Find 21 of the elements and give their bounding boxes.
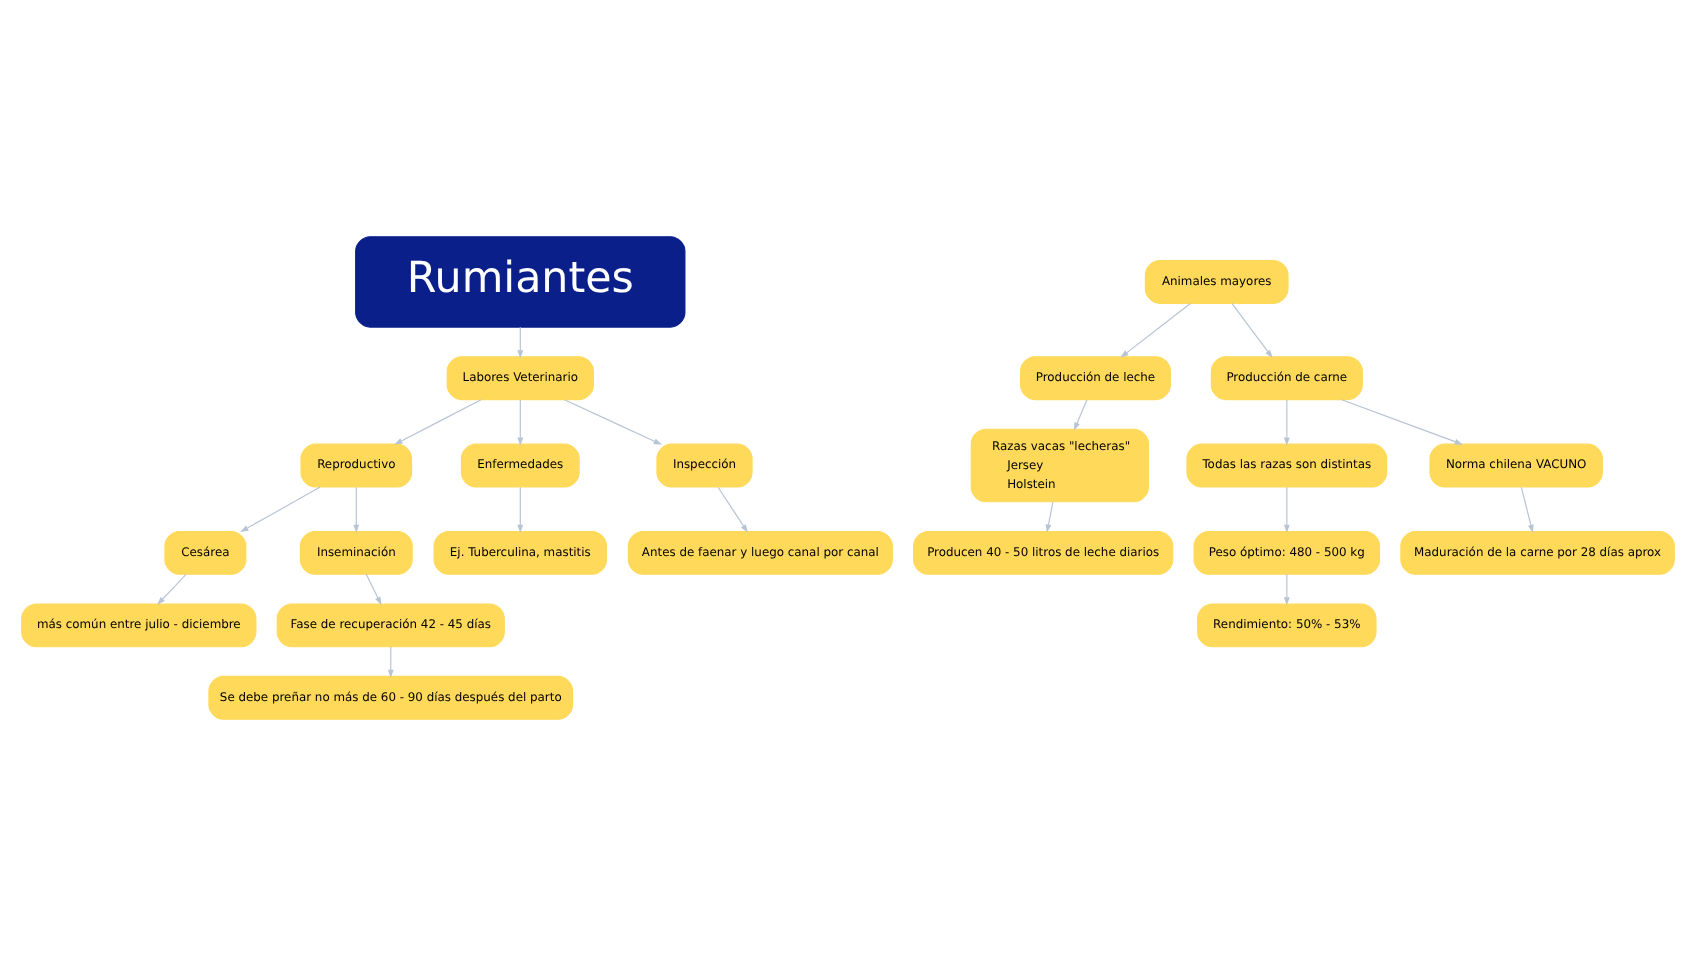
arrow <box>517 325 524 358</box>
arrow <box>157 572 187 604</box>
arrow <box>365 572 382 605</box>
arrow <box>1341 398 1463 444</box>
arrow <box>517 485 524 533</box>
arrow <box>517 398 524 445</box>
arrow <box>1045 500 1054 532</box>
arrow <box>1283 485 1290 533</box>
arrow <box>1073 398 1088 430</box>
arrow <box>240 485 321 532</box>
node-box: Rumiantes <box>355 235 686 327</box>
arrow <box>1231 301 1273 358</box>
arrow <box>1120 301 1191 357</box>
arrow <box>394 398 482 444</box>
arrow <box>717 485 748 532</box>
arrow <box>353 485 360 533</box>
arrow <box>387 645 394 677</box>
arrow <box>1283 572 1290 605</box>
arrow <box>1283 398 1290 445</box>
arrow <box>563 398 663 444</box>
arrow <box>1520 485 1534 533</box>
